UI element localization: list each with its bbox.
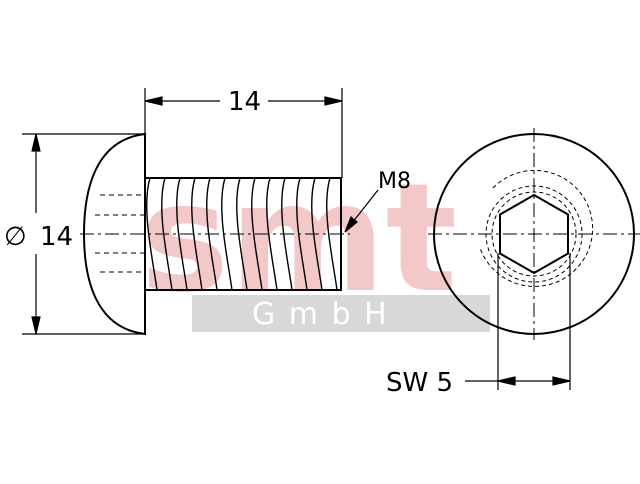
watermark-company-form: G m b H (252, 297, 389, 332)
length-dim-label: 14 (228, 87, 261, 117)
wrench-size-label: SW 5 (386, 368, 453, 398)
diameter-dim-label: 14 (40, 222, 73, 252)
thread-label: M8 (378, 169, 411, 194)
diameter-symbol: ∅ (4, 222, 27, 252)
hidden-thread-arc (480, 170, 593, 286)
